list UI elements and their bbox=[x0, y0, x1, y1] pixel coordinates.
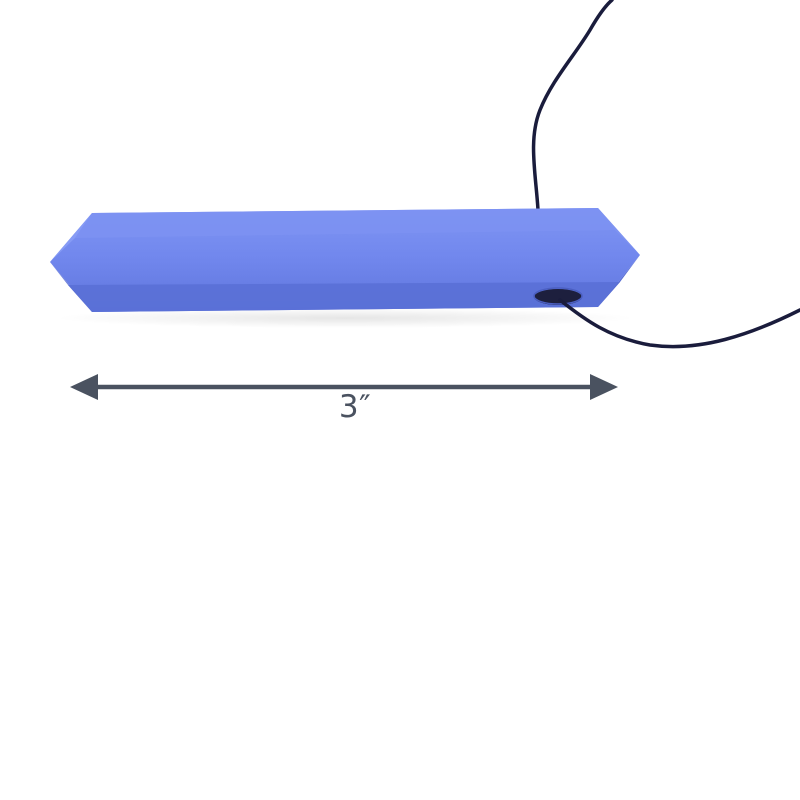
pendant-left-tip bbox=[50, 213, 92, 262]
cord-hole bbox=[534, 289, 582, 305]
pendant-bottom-facet bbox=[68, 282, 620, 312]
dimension-arrow-head-right bbox=[590, 374, 618, 400]
dimension-arrow-head-left bbox=[70, 374, 98, 400]
pendant-left-tip-lower bbox=[50, 262, 92, 312]
dimension-label: 3″ bbox=[338, 389, 372, 425]
necklace-cord-lower bbox=[558, 298, 800, 349]
necklace-cord-upper bbox=[531, 0, 614, 212]
cord-hole-rim bbox=[533, 287, 583, 305]
pendant-right-tip-lower bbox=[598, 255, 640, 307]
dimension-arrow bbox=[70, 374, 618, 400]
pendant-top-facet bbox=[75, 208, 615, 238]
pendant-shadow bbox=[55, 308, 635, 328]
pendant-right-tip bbox=[598, 208, 640, 255]
chew-pendant bbox=[50, 208, 640, 312]
